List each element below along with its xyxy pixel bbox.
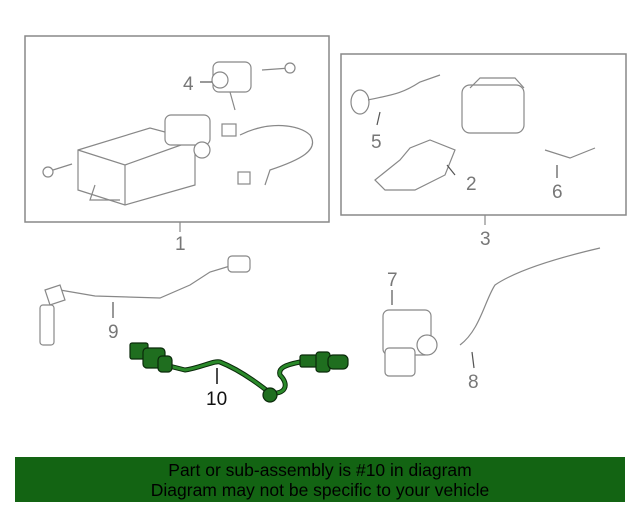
bracket-part-2[interactable]: [374, 139, 456, 191]
oxygen-sensor-part-9[interactable]: [39, 255, 251, 346]
callout-1: 1: [175, 234, 186, 255]
callout-9: 9: [108, 322, 119, 343]
hose-part-8[interactable]: [459, 247, 601, 346]
group-box-3: [340, 53, 627, 216]
banner-line-2: Diagram may not be specific to your vehi…: [150, 480, 490, 500]
fitment-notice-banner: Part or sub-assembly is #10 in diagram D…: [15, 457, 625, 502]
canister-filter[interactable]: [461, 77, 525, 134]
callout-7: 7: [387, 270, 398, 291]
banner-line-1: Part or sub-assembly is #10 in diagram: [168, 460, 472, 480]
callout-10: 10: [206, 389, 227, 410]
group-box-1: [24, 35, 330, 223]
callout-8: 8: [468, 372, 479, 393]
vsv-part-4[interactable]: [211, 61, 252, 111]
callout-4: 4: [183, 74, 194, 95]
oxygen-sensor-part-10[interactable]: [129, 342, 349, 403]
hose-part-6[interactable]: [544, 147, 596, 159]
callout-2: 2: [466, 174, 477, 195]
callout-3: 3: [480, 229, 491, 250]
charcoal-canister[interactable]: [42, 114, 211, 206]
vsv-part-7[interactable]: [382, 309, 438, 377]
callout-5: 5: [371, 132, 382, 153]
callout-6: 6: [552, 182, 563, 203]
hose-part-5[interactable]: [350, 74, 441, 115]
